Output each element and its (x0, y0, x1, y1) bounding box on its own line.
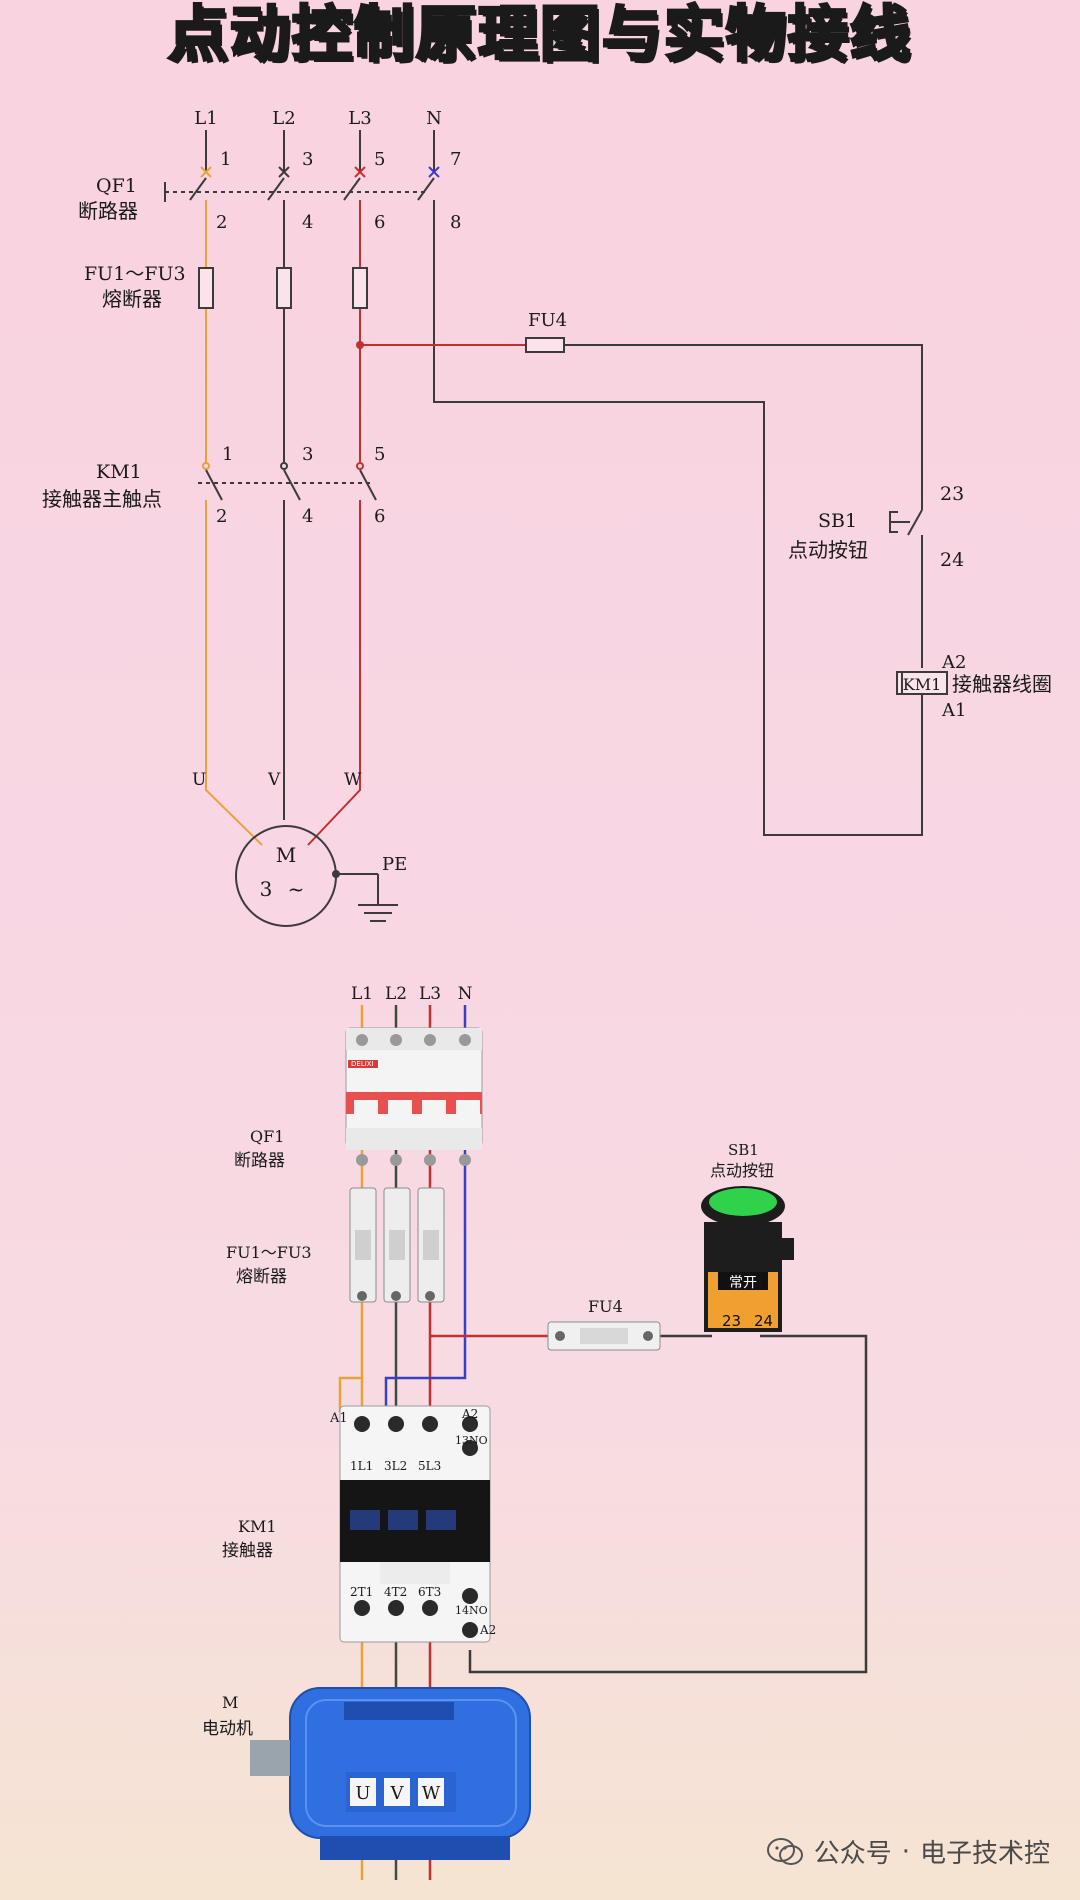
sch-km1-name: KM1 (96, 461, 142, 483)
sch-sb1-t23: 23 (940, 483, 964, 505)
schematic: L1 L2 L3 N 1 3 5 7 2 4 6 8 (42, 108, 1052, 927)
sch-qf-bot-term-8: 8 (450, 212, 461, 233)
phy-km1-contactor (339, 1405, 491, 1643)
phy-phase-label-n: N (458, 984, 473, 1004)
sch-qf-top-term-7: 7 (450, 149, 461, 170)
sch-qf-top-term-3: 3 (302, 149, 313, 170)
phy-km-term-5l3: 5L3 (418, 1459, 441, 1473)
sch-fu-name: FU1～FU3 (84, 263, 186, 285)
watermark-author: 电子技术控 (919, 1839, 1050, 1869)
phy-km-term-2t1: 2T1 (350, 1585, 373, 1599)
sch-fu4-label: FU4 (528, 310, 567, 331)
sch-coil-desc: 接触器线圈 (952, 672, 1052, 696)
phy-km1-name: KM1 (238, 1517, 277, 1536)
phy-sb1-t23: 23 (722, 1312, 741, 1330)
phy-sb1-name: SB1 (728, 1141, 759, 1159)
sch-km-bot-term-6: 6 (374, 506, 385, 527)
sch-km-top-term-1: 1 (222, 444, 233, 465)
phy-km-term-1l1: 1L1 (350, 1459, 373, 1473)
wechat-icon (766, 1837, 803, 1865)
sch-motor-wires (205, 500, 361, 846)
phy-km-term-3l2: 3L2 (384, 1459, 407, 1473)
watermark-channel: 公众号 (813, 1839, 892, 1869)
sch-pe-label: PE (382, 854, 407, 875)
phy-qf1-name: QF1 (250, 1127, 284, 1146)
sch-qf-bot-term-2: 2 (216, 212, 227, 233)
sch-sb1-t24: 24 (940, 549, 964, 571)
phy-phase-label-l1: L1 (351, 984, 373, 1004)
phy-fu-desc: 熔断器 (236, 1267, 287, 1287)
sch-fu-desc: 熔断器 (102, 287, 162, 311)
phy-km-term-4t2: 4T2 (384, 1585, 407, 1599)
sch-km-top-term-5: 5 (374, 444, 385, 465)
phy-motor-u: U (355, 1783, 370, 1804)
sch-fuses-fu1-fu3 (198, 267, 368, 309)
sch-coil-box-label: KM1 (903, 675, 942, 694)
phy-fu4-label: FU4 (588, 1297, 623, 1316)
phy-sb1-no: 常开 (729, 1275, 757, 1291)
sch-qf-bot-term-4: 4 (302, 212, 313, 233)
sch-motor-tilde: ~ (288, 877, 305, 901)
phy-fu-name: FU1～FU3 (226, 1243, 312, 1262)
sch-sb1-button (889, 509, 923, 536)
sch-phase-label-l3: L3 (348, 108, 371, 129)
sch-control-wire (360, 344, 923, 668)
sch-phase-label-l2: L2 (272, 108, 295, 129)
sch-motor-u: U (192, 770, 206, 790)
sch-main-wires (205, 200, 923, 836)
sch-qf-top-term-5: 5 (374, 149, 385, 170)
phy-sb1-button: 常开 23 24 (701, 1186, 794, 1332)
watermark-separator: · (901, 1836, 910, 1867)
phy-km-a2-top: A2 (461, 1407, 478, 1421)
sch-km-top-term-3: 3 (302, 444, 313, 465)
phy-motor-w: W (422, 1783, 441, 1804)
sch-sb1-desc: 点动按钮 (788, 538, 868, 562)
sch-ground-symbol (336, 873, 398, 922)
sch-motor-3: 3 (260, 877, 273, 901)
page-title: 点动控制原理图与实物接线 (167, 0, 912, 72)
sch-fuse-fu4 (525, 337, 565, 353)
phy-km-a1: A1 (329, 1411, 348, 1426)
sch-qf-top-term-1: 1 (220, 149, 231, 170)
phy-km-14no: 14NO (455, 1604, 488, 1617)
sch-motor-symbol (235, 825, 337, 927)
sch-phase-label-l1: L1 (194, 108, 217, 129)
sch-coil-a2: A2 (941, 652, 966, 673)
sch-sb1-name: SB1 (818, 510, 857, 532)
sch-km1-contacts (198, 462, 377, 501)
sch-motor-v: V (267, 770, 281, 790)
phy-qf1-desc: 断路器 (234, 1151, 285, 1171)
sch-km-bot-term-2: 2 (216, 506, 227, 527)
phy-motor (250, 1687, 531, 1860)
phy-phase-label-l2: L2 (385, 984, 407, 1004)
sch-motor-m: M (276, 843, 296, 867)
phy-motor-name: M (222, 1693, 238, 1712)
phy-motor-desc: 电动机 (202, 1719, 253, 1739)
sch-km1-desc: 接触器主触点 (42, 487, 162, 511)
sch-qf1-name: QF1 (96, 175, 137, 197)
phy-fuse-holders (349, 1187, 445, 1303)
phy-km-term-6t3: 6T3 (418, 1585, 441, 1599)
watermark: 公众号 · 电子技术控 (766, 1833, 1050, 1870)
sch-qf-bot-term-6: 6 (374, 212, 385, 233)
phy-km-13no: 13NO (455, 1434, 488, 1447)
sch-qf1-desc: 断路器 (78, 199, 138, 223)
sch-coil-a1: A1 (941, 700, 966, 721)
sch-km-bot-term-4: 4 (302, 506, 313, 527)
phy-phase-label-l3: L3 (419, 984, 441, 1004)
sch-terminal-crosses (200, 166, 440, 178)
sch-phase-label-n: N (426, 108, 442, 129)
phy-sb1-desc: 点动按钮 (710, 1161, 774, 1180)
phy-motor-v: V (390, 1783, 405, 1804)
sch-motor-w: W (344, 770, 362, 790)
physical-wiring: L1 L2 L3 N DELIXI (202, 984, 868, 1880)
phy-breaker-brand: DELIXI (351, 1060, 374, 1068)
phy-sb1-t24: 24 (754, 1312, 773, 1330)
sch-qf1-breaker (164, 177, 435, 202)
phy-km1-desc: 接触器 (222, 1541, 273, 1561)
phy-qf1-breaker: DELIXI (345, 1027, 483, 1166)
phy-km-a2-bottom: A2 (479, 1623, 496, 1637)
